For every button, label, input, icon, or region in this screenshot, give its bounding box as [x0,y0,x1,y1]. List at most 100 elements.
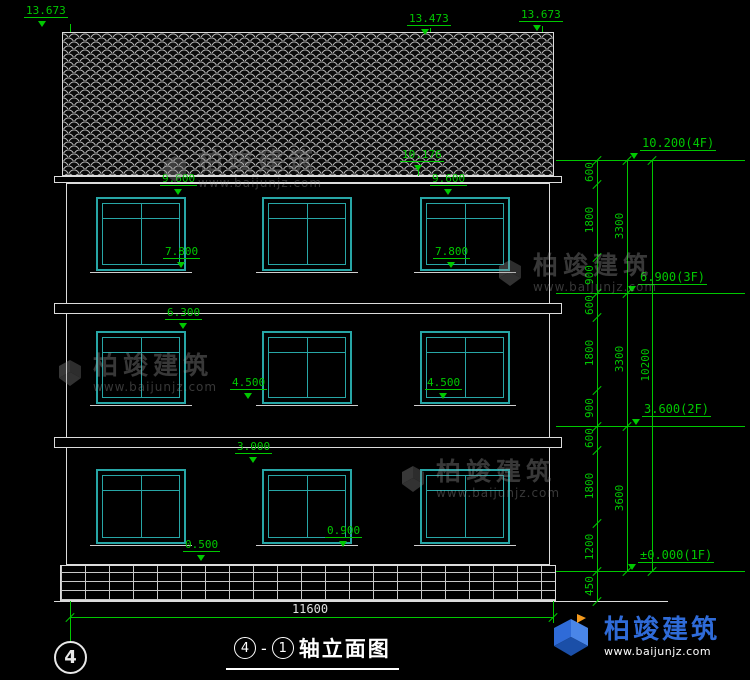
window-mullion [307,352,308,398]
watermark-building-icon [499,259,521,286]
window-mullion [307,337,308,352]
level-triangle-icon [177,262,185,268]
elev-mark: 7.800 [433,245,471,259]
elev-mark: 9.600 [160,172,198,186]
level-triangle-icon [339,541,347,547]
window-mullion [307,475,308,490]
level-triangle-icon [444,189,452,195]
window [90,469,192,546]
title-text: 轴立面图 [298,637,391,661]
level-triangle-icon [249,457,257,463]
window-sill [256,545,358,546]
level-line-2f [556,426,745,427]
level-triangle-icon [174,189,182,195]
watermark-url: www.baijunjz.com [533,279,658,294]
elev-mark-roof-left: 13.673 [24,4,68,18]
window-mullion [141,490,142,538]
window-sill [414,545,516,546]
leader-line [418,165,419,176]
brick-plinth [60,565,556,601]
elev-mark: 9.600 [430,172,468,186]
level-triangle-icon [628,564,636,570]
witness-line [553,601,554,623]
watermark-brand: 柏竣建筑 [198,147,319,176]
floor-slab-3f [54,303,562,314]
axis-bubble-4: 4 [54,641,87,674]
title-axis-separator: - [261,638,267,658]
level-triangle-icon [628,286,636,292]
window-mullion [141,475,142,490]
level-triangle-icon [439,393,447,399]
elev-mark-ridge: 13.473 [407,12,451,26]
witness-line [70,601,71,641]
dim-value-total-height: 10200 [638,348,652,382]
watermark: 柏竣建筑 www.baijunjz.com [55,352,217,394]
brand-name: 柏竣建筑 [604,615,721,646]
title-axis-start: 4 [234,637,256,659]
window-mullion [307,490,308,538]
watermark-url: www.baijunjz.com [198,175,323,190]
watermark-building-icon [164,155,186,182]
dim-value: 3600 [612,484,626,512]
level-triangle-icon [179,323,187,329]
window-sill [414,405,516,406]
window-mullion [465,475,466,490]
window [256,331,358,406]
elev-mark: 6.300 [165,306,203,320]
level-label-2f: 3.600(2F) [642,402,712,417]
brand-logo: 柏竣建筑 www.baijunjz.com [548,612,720,662]
drawing-title: 4 - 1 轴立面图 [226,633,399,670]
window-mullion [141,352,142,398]
watermark-url: www.baijunjz.com [93,379,218,394]
watermark-brand: 柏竣建筑 [93,351,214,380]
window-mullion [465,337,466,352]
window-mullion [465,490,466,538]
window-sill [90,272,192,273]
window-mullion [307,218,308,265]
window-mullion [307,203,308,218]
window-mullion [465,203,466,218]
leader-line [430,28,431,32]
watermark-building-icon [402,465,424,492]
dim-chain-line-floors [627,160,628,571]
window-sill [256,272,358,273]
watermark: 柏竣建筑 www.baijunjz.com [398,458,560,500]
window-mullion [465,218,466,265]
elev-mark: 4.500 [425,376,463,390]
level-triangle-icon [197,555,205,561]
window-sill [90,545,192,546]
level-triangle-icon [630,153,638,159]
dim-chain-line-inner [597,160,598,601]
level-triangle-icon [38,21,46,27]
watermark-brand: 柏竣建筑 [533,251,654,280]
watermark-building-icon [59,359,81,386]
level-triangle-icon [533,25,541,31]
elev-mark: 7.800 [163,245,201,259]
leader-line [542,26,543,32]
window-sill [90,405,192,406]
window [414,331,516,406]
eave-band [54,176,562,183]
watermark: 柏竣建筑 www.baijunjz.com [495,252,657,294]
dim-chain-line-total [652,160,653,571]
window-mullion [141,218,142,265]
elev-mark-roof-right: 13.673 [519,8,563,22]
dim-value-total-width: 11600 [291,602,329,616]
floor-slab-2f [54,437,562,448]
window-mullion [465,352,466,398]
title-axis-end: 1 [271,637,294,659]
watermark-brand: 柏竣建筑 [436,457,557,486]
roof-tile-hatch [62,32,554,176]
window-sill [256,405,358,406]
level-triangle-icon [244,393,252,399]
window-sill [414,272,516,273]
window-mullion [141,203,142,218]
window [256,197,358,273]
watermark-url: www.baijunjz.com [436,485,561,500]
dim-line-bottom [70,617,553,618]
leader-line [70,24,71,32]
elev-mark: 4.500 [230,376,268,390]
ground-line [54,601,668,602]
window [256,469,358,546]
watermark: 柏竣建筑 www.baijunjz.com [160,148,322,190]
